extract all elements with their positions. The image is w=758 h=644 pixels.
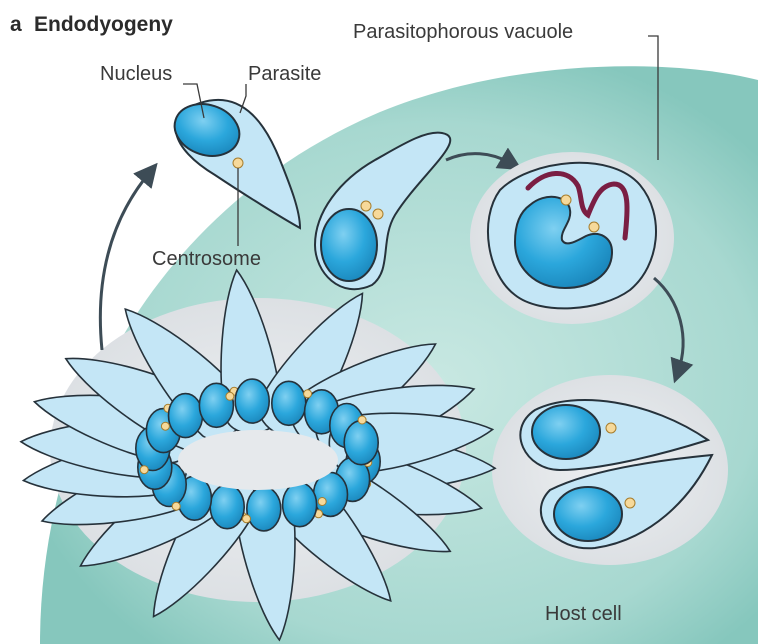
nucleus — [247, 487, 281, 531]
parasitophorous-vacuole-label: Parasitophorous vacuole — [353, 22, 573, 42]
nucleus — [344, 421, 378, 465]
centrosome — [625, 498, 635, 508]
nucleus-label: Nucleus — [100, 64, 172, 84]
centrosome — [361, 201, 371, 211]
centrosome — [161, 422, 169, 430]
centrosome — [304, 390, 312, 398]
centrosome — [172, 502, 180, 510]
parasitophorous-vacuole-stage — [470, 152, 674, 324]
nucleus — [169, 394, 203, 438]
centrosome — [243, 515, 251, 523]
centrosome-label: Centrosome — [152, 249, 261, 269]
host-cell-label: Host cell — [545, 604, 622, 624]
nucleus — [210, 485, 244, 529]
centrosome — [226, 392, 234, 400]
rosette-lumen — [178, 430, 338, 490]
centrosome — [140, 466, 148, 474]
nucleus — [199, 383, 233, 427]
centrosome — [318, 498, 326, 506]
nucleus — [272, 381, 306, 425]
nucleus — [532, 405, 600, 459]
centrosome — [358, 416, 366, 424]
centrosome — [233, 158, 243, 168]
nucleus — [554, 487, 622, 541]
two-daughters-stage — [492, 375, 728, 565]
nucleus — [235, 379, 269, 423]
centrosome — [606, 423, 616, 433]
nucleus — [283, 483, 317, 527]
centrosome — [589, 222, 599, 232]
panel-title: Endodyogeny — [34, 14, 173, 35]
panel-letter: a — [10, 14, 22, 35]
centrosome — [373, 209, 383, 219]
centrosome — [561, 195, 571, 205]
nucleus — [321, 209, 377, 281]
parasite-label: Parasite — [248, 64, 321, 84]
